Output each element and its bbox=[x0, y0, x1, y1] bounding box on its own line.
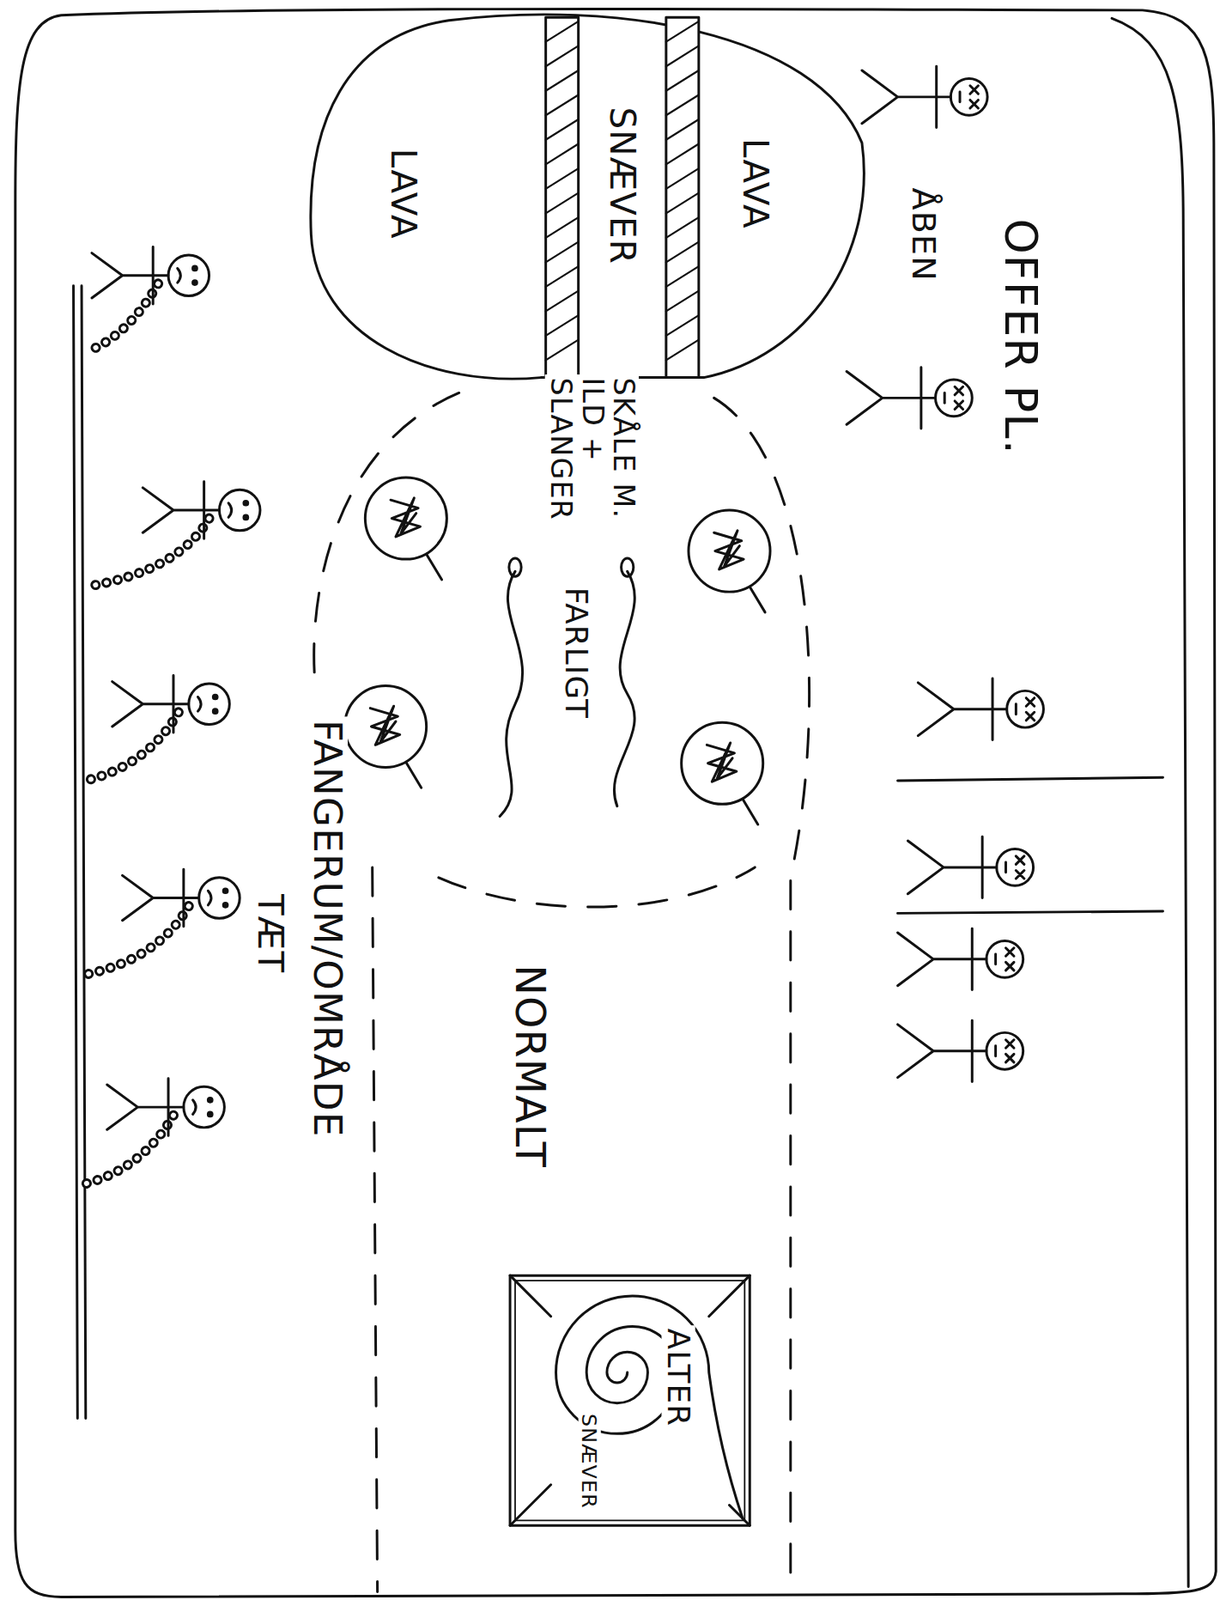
region-label: SNÆVER bbox=[578, 1409, 601, 1512]
narrow-passage: SNÆVER bbox=[546, 17, 699, 377]
hatched-wall bbox=[546, 17, 579, 377]
lava-region: LAVA LAVA SNÆVER bbox=[305, 5, 877, 393]
lava-outline bbox=[310, 14, 864, 379]
region-label: LAVA bbox=[383, 145, 422, 243]
dead-figure bbox=[898, 928, 1024, 990]
area-label: OFFER PL. bbox=[995, 215, 1044, 458]
area-label: SKÅLE M. ILD + SLANGER bbox=[544, 374, 639, 554]
prison-wall bbox=[73, 285, 86, 1419]
prisoner-figure bbox=[122, 868, 241, 927]
fire-bowl bbox=[364, 477, 447, 580]
region-label: LAVA bbox=[735, 134, 774, 232]
area-label: FANGERUM/OMRÅDE bbox=[304, 716, 348, 1141]
area-label: ÅBEN bbox=[904, 184, 941, 285]
dead-figure bbox=[898, 1019, 1024, 1081]
chains bbox=[85, 283, 210, 1184]
zone-borders bbox=[314, 392, 810, 1591]
area-label: TÆT bbox=[251, 890, 290, 976]
fire-bowl bbox=[345, 685, 427, 788]
prisoner-figure bbox=[91, 247, 210, 305]
fire-bowl bbox=[681, 722, 764, 825]
spiral bbox=[556, 1295, 743, 1518]
prisoner-figure bbox=[142, 481, 261, 540]
dead-figure bbox=[861, 66, 988, 128]
dead-figure bbox=[846, 367, 972, 429]
snakes bbox=[499, 558, 635, 817]
node-outline bbox=[509, 1274, 750, 1525]
prisoner-figure bbox=[112, 675, 231, 734]
hatched-wall bbox=[666, 17, 699, 377]
outer-outline bbox=[15, 8, 1216, 1597]
prisoner-figure bbox=[107, 1078, 225, 1136]
corner-lines bbox=[509, 1274, 750, 1525]
sacrifice-poles bbox=[898, 776, 1164, 913]
area-label: NORMALT bbox=[508, 961, 553, 1172]
dead-figure bbox=[907, 836, 1033, 898]
dead-figure bbox=[917, 678, 1044, 740]
altar-box: ALTER SNÆVER bbox=[509, 1274, 750, 1525]
fire-bowl bbox=[688, 509, 771, 613]
area-label: FARLIGT bbox=[559, 583, 594, 722]
prisoner-figures bbox=[91, 247, 261, 1136]
altar-outline bbox=[509, 1274, 750, 1525]
region-label: SNÆVER bbox=[603, 103, 642, 268]
region-label: ALTER bbox=[661, 1324, 696, 1429]
